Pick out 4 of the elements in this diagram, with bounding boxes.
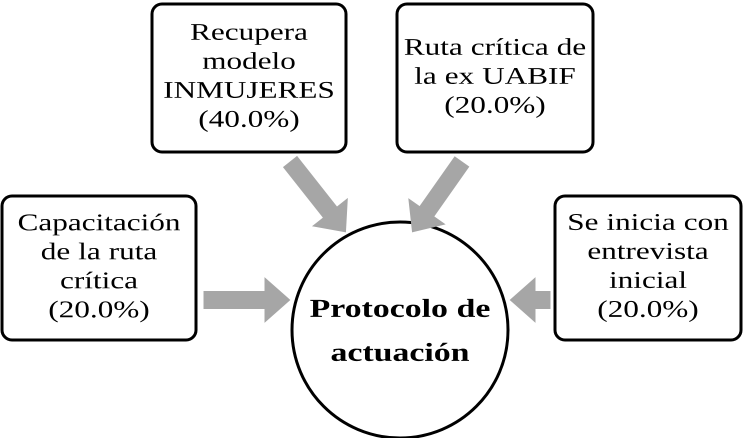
text-box: Ruta crítica de la ex UABIF (20.0%)	[396, 2, 594, 154]
text-box: Se inicia con entrevista inicial (20.0%)	[554, 194, 742, 342]
text-box: Recupera modelo INMUJERES (40.0%)	[150, 2, 348, 154]
text-box: Capacitación de la ruta crítica (20.0%)	[0, 194, 198, 342]
